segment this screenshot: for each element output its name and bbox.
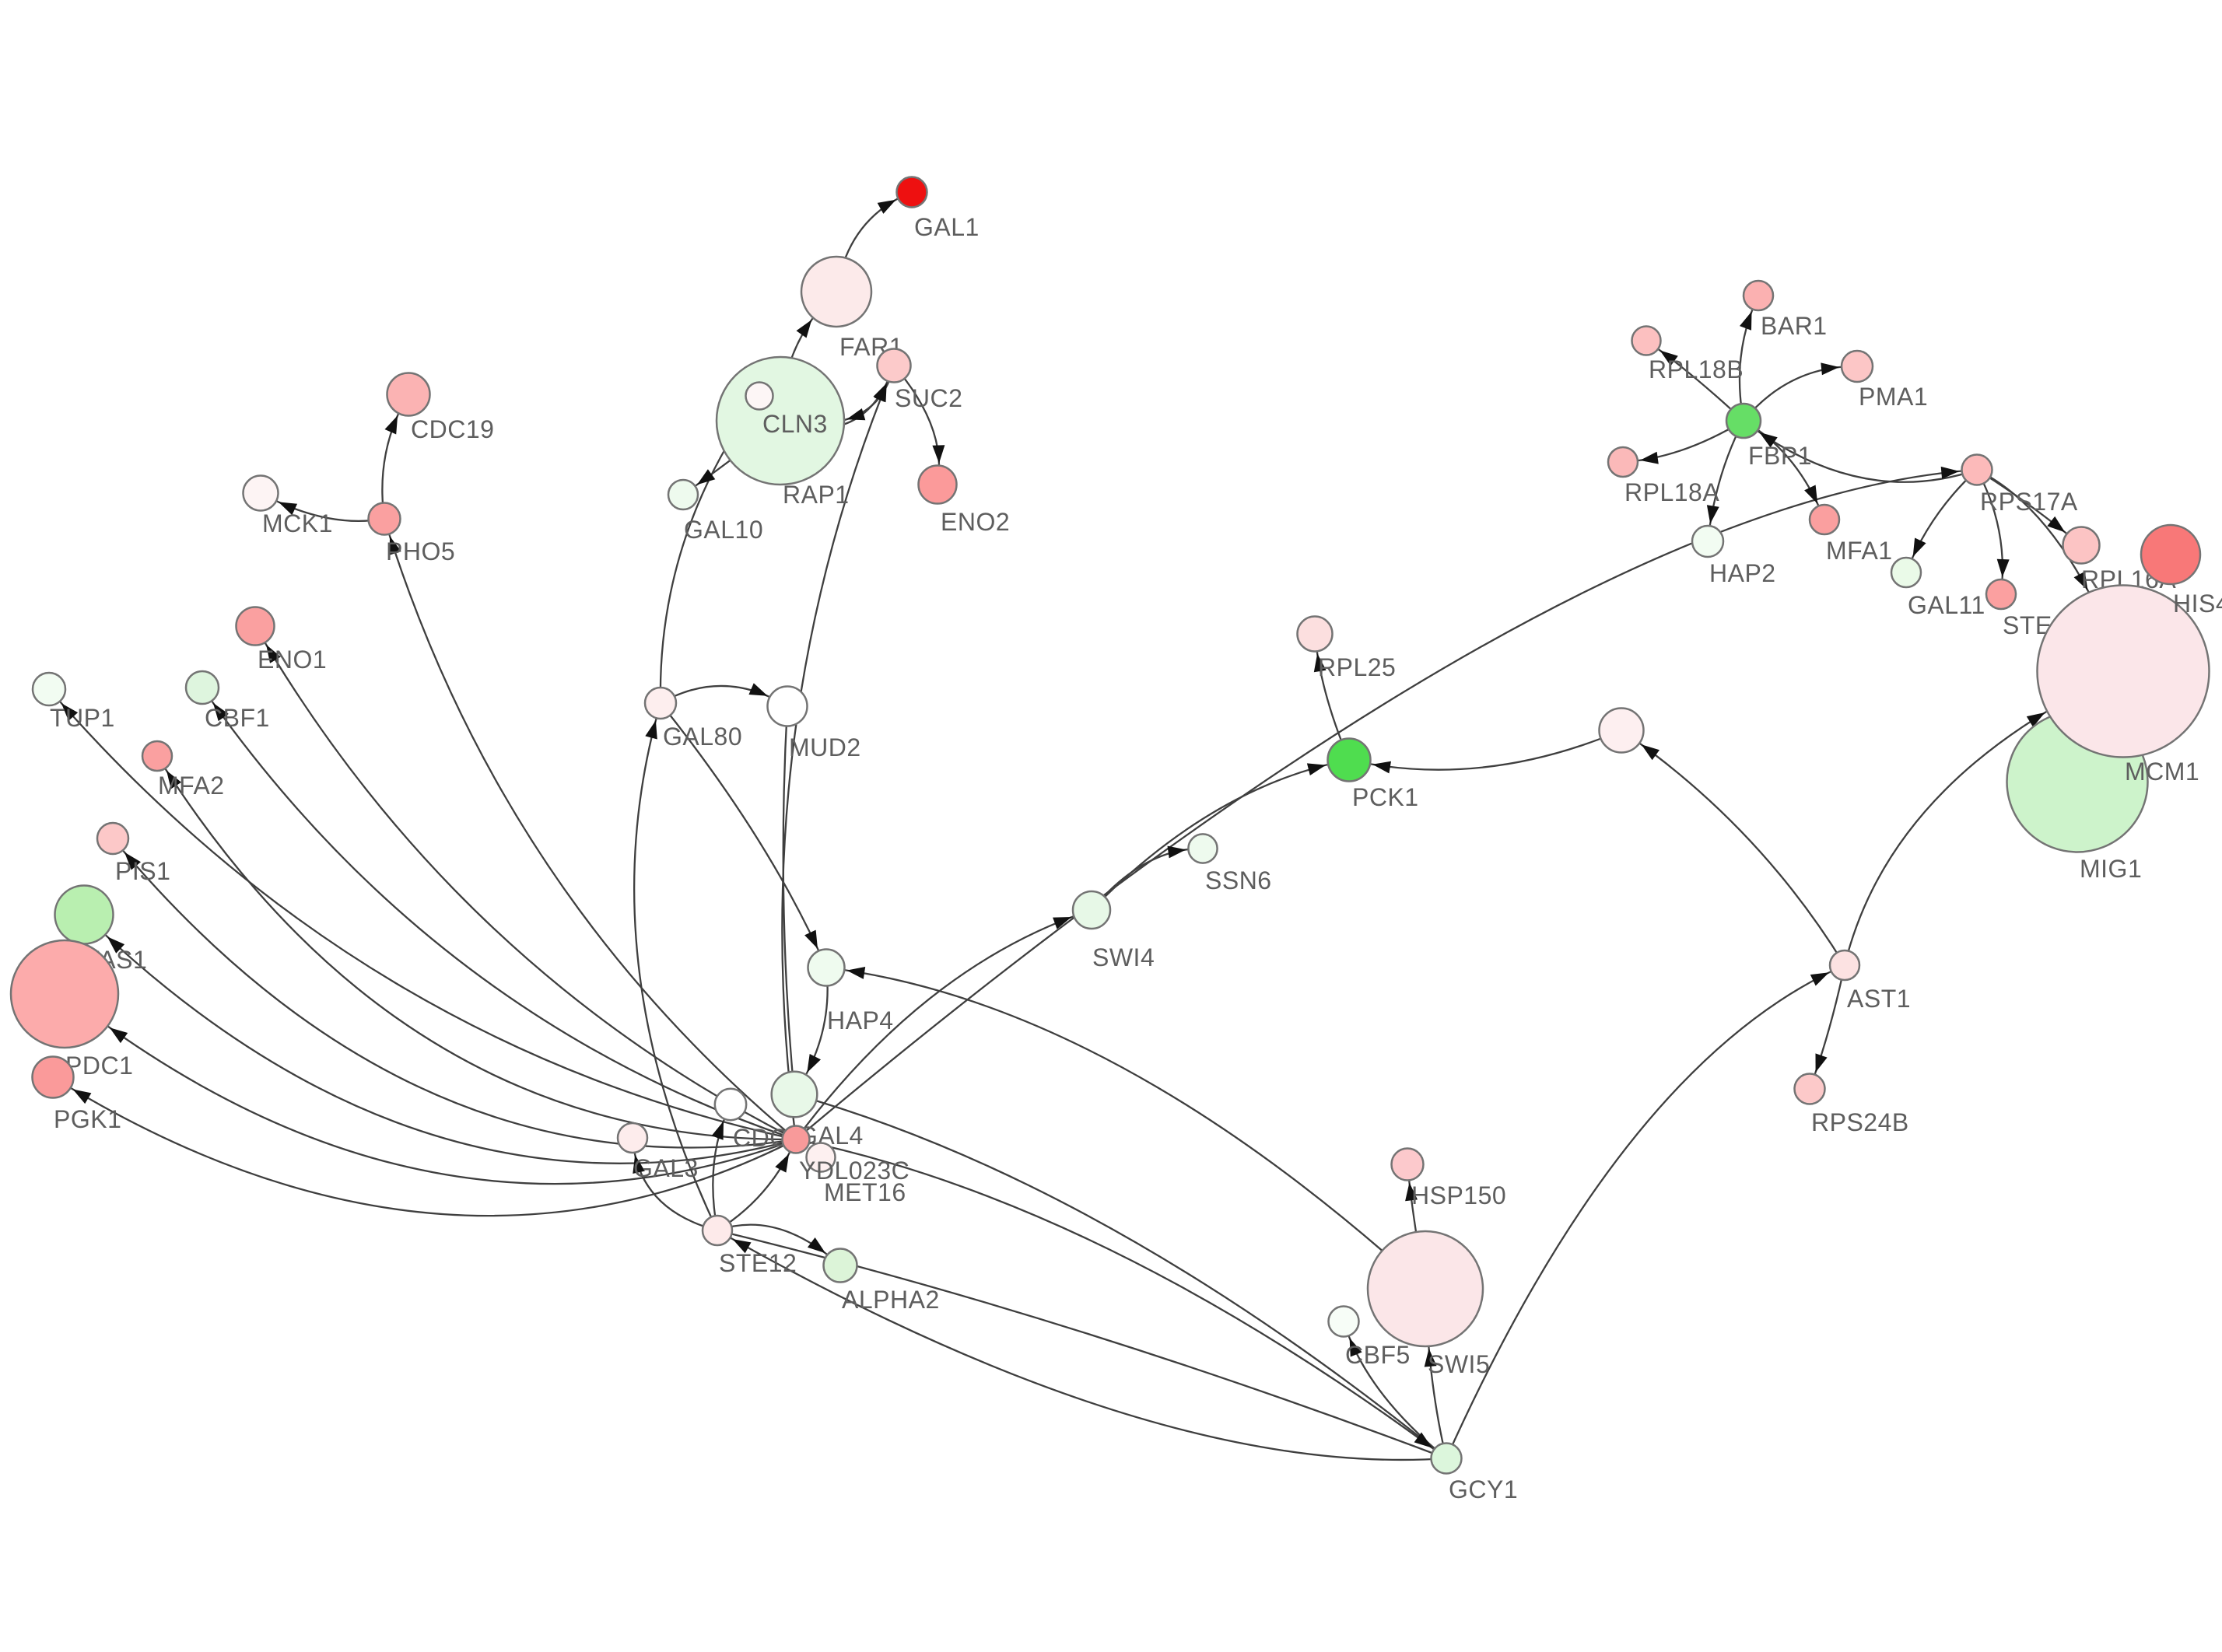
svg-text:MUD2: MUD2 — [789, 733, 861, 761]
svg-text:MCM1: MCM1 — [2125, 758, 2199, 786]
svg-text:HSP150: HSP150 — [1411, 1181, 1506, 1209]
svg-text:GAL3: GAL3 — [633, 1154, 699, 1182]
svg-text:SWI4: SWI4 — [1092, 943, 1155, 971]
svg-text:PIS1: PIS1 — [115, 857, 170, 885]
svg-text:GCY1: GCY1 — [1449, 1475, 1518, 1503]
svg-text:MFA1: MFA1 — [1826, 537, 1893, 565]
svg-text:CLN3: CLN3 — [762, 410, 828, 438]
svg-text:CBF1: CBF1 — [205, 704, 270, 732]
svg-text:HAP4: HAP4 — [827, 1006, 894, 1034]
svg-text:GAL1: GAL1 — [914, 213, 980, 241]
svg-text:CBF5: CBF5 — [1345, 1341, 1411, 1369]
svg-text:RPL18B: RPL18B — [1649, 355, 1744, 383]
svg-text:RPL18A: RPL18A — [1624, 478, 1719, 506]
svg-text:MCK1: MCK1 — [262, 509, 333, 537]
svg-text:TUP1: TUP1 — [50, 704, 115, 732]
svg-text:AST1: AST1 — [1847, 985, 1911, 1013]
svg-text:MET16: MET16 — [824, 1178, 906, 1206]
svg-text:SWI5: SWI5 — [1428, 1350, 1490, 1378]
svg-text:SUC2: SUC2 — [895, 384, 962, 412]
svg-text:PDC1: PDC1 — [65, 1052, 133, 1080]
svg-text:GAL80: GAL80 — [663, 723, 742, 751]
svg-text:HAP2: HAP2 — [1709, 559, 1776, 587]
svg-text:HIS4: HIS4 — [2173, 590, 2222, 618]
svg-text:ENO2: ENO2 — [941, 508, 1010, 536]
svg-text:RPS24B: RPS24B — [1811, 1108, 1909, 1136]
svg-text:ENO1: ENO1 — [258, 646, 327, 674]
svg-text:ALPHA2: ALPHA2 — [842, 1286, 940, 1314]
svg-text:PCK1: PCK1 — [1352, 783, 1419, 811]
svg-text:MIG1: MIG1 — [2080, 855, 2142, 883]
svg-text:GAL11: GAL11 — [1908, 591, 1985, 619]
svg-text:BAR1: BAR1 — [1761, 312, 1828, 340]
svg-text:PGK1: PGK1 — [54, 1105, 121, 1133]
svg-text:PMA1: PMA1 — [1859, 383, 1928, 411]
svg-text:RAP1: RAP1 — [783, 481, 850, 509]
svg-text:PHO5: PHO5 — [386, 537, 455, 565]
svg-text:FBP1: FBP1 — [1748, 442, 1812, 470]
svg-text:SSN6: SSN6 — [1205, 866, 1272, 894]
svg-text:STE12: STE12 — [719, 1249, 797, 1277]
svg-text:CDC19: CDC19 — [411, 415, 494, 443]
svg-text:YDL023C: YDL023C — [799, 1157, 909, 1185]
svg-text:RPL25: RPL25 — [1318, 653, 1396, 681]
svg-text:GAL10: GAL10 — [684, 516, 763, 544]
svg-text:RPS17A: RPS17A — [1980, 488, 2078, 516]
svg-text:MFA2: MFA2 — [158, 772, 225, 800]
